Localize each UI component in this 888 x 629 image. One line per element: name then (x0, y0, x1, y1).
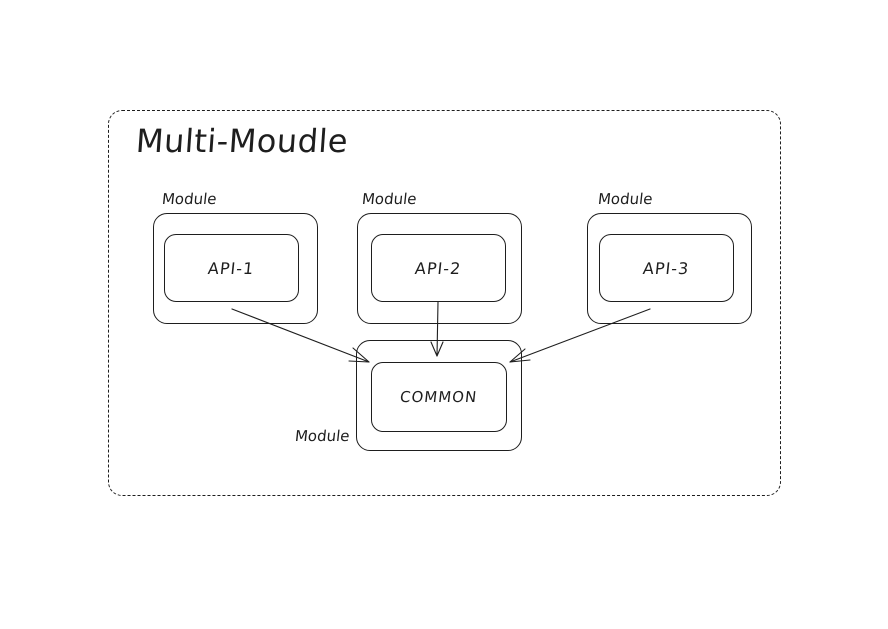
module-label-common: Module (294, 427, 351, 445)
common-node[interactable]: COMMON (371, 362, 507, 432)
common-label: COMMON (399, 388, 479, 406)
api-2-node[interactable]: API-2 (371, 234, 506, 302)
api-1-label: API-1 (207, 258, 256, 278)
multi-module-container (108, 110, 781, 496)
api-2-label: API-2 (414, 258, 463, 278)
module-box-api-3 (587, 213, 752, 324)
module-box-common (356, 340, 522, 451)
diagram-title: Multi-Moudle (134, 122, 350, 160)
module-label-api-1: Module (161, 190, 218, 208)
api-3-label: API-3 (642, 258, 691, 278)
module-box-api-2 (357, 213, 522, 324)
module-label-api-2: Module (361, 190, 418, 208)
api-3-node[interactable]: API-3 (599, 234, 734, 302)
module-label-api-3: Module (597, 190, 654, 208)
api-1-node[interactable]: API-1 (164, 234, 299, 302)
